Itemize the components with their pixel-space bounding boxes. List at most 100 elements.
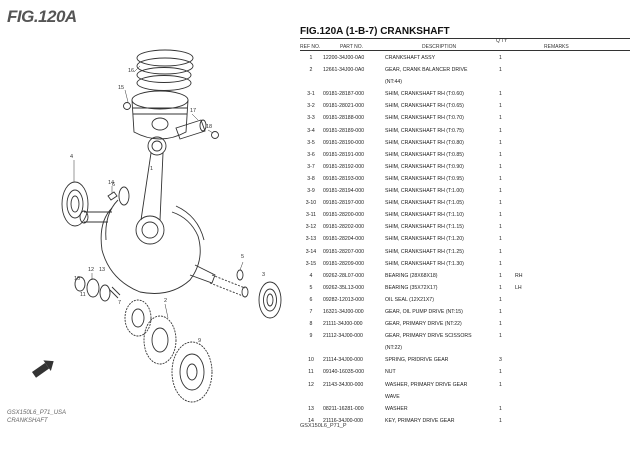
description-cell: SHIM, CRANKSHAFT RH (T:0.60): [385, 91, 464, 98]
description-cell: GEAR, OIL PUMP DRIVE (NT:15): [385, 308, 463, 315]
ref-no-cell: 6: [309, 296, 313, 303]
piston-pin-clip: [211, 131, 219, 139]
qty-cell: 1: [499, 212, 502, 219]
qty-cell: [499, 76, 515, 88]
part-no-cell: [322, 342, 385, 354]
qty-cell: 1: [499, 91, 502, 98]
callout-label: 14: [108, 180, 114, 186]
callout-label: 15: [118, 85, 124, 91]
description-cell: SHIM, CRANKSHAFT RH (T:0.75): [385, 127, 464, 134]
qty-cell: 1: [499, 224, 502, 231]
table-header: Q'TY REF NO. PART NO. DESCRIPTION REMARK…: [300, 38, 630, 50]
description-cell: GEAR, CRANK BALANCER DRIVE: [385, 67, 468, 74]
part-no-cell: 09181-28202-000: [323, 224, 364, 231]
ref-no-cell: 10: [308, 357, 314, 364]
description-cell: SHIM, CRANKSHAFT RH (T:0.70): [385, 115, 464, 122]
ref-no-cell: 3-2: [307, 103, 315, 110]
qty-cell: 1: [499, 284, 502, 291]
remarks-cell: RH: [515, 272, 523, 279]
description-cell: WAVE: [385, 393, 400, 400]
qty-cell: 1: [499, 127, 502, 134]
ref-no-cell: 2: [309, 67, 313, 74]
ref-no-cell: [300, 391, 322, 403]
part-no-cell: 09181-28187-000: [323, 91, 364, 98]
callout-label: 13: [99, 267, 105, 273]
description-cell: SHIM, CRANKSHAFT RH (T:0.65): [385, 103, 464, 110]
part-no-cell: 09181-28200-000: [323, 212, 364, 219]
remarks-cell: [515, 415, 545, 427]
leader-lines: [73, 65, 244, 319]
remarks-cell: [515, 318, 545, 330]
ref-no-cell: [300, 76, 322, 88]
description-cell: (NT:22): [385, 345, 403, 352]
qty-cell: 1: [499, 296, 502, 303]
description-cell: SHIM, CRANKSHAFT RH (T:1.20): [385, 236, 464, 243]
callout-label: 3: [262, 272, 265, 278]
bearing-lh: [61, 181, 89, 227]
ref-no-cell: 3-7: [307, 163, 315, 170]
parts-list-panel: FIG.120A (1-B-7) CRANKSHAFT Q'TY REF NO.…: [300, 0, 638, 449]
remarks-cell: [515, 366, 545, 378]
ref-no-cell: 8: [309, 321, 313, 328]
part-no-cell: 09262-35L13-000: [323, 284, 364, 291]
ref-no-cell: 3-1: [307, 91, 315, 98]
ref-no-cell: 3-4: [307, 127, 315, 134]
remarks-cell: [515, 233, 545, 245]
remarks-cell: [515, 221, 545, 233]
front-arrow-icon: [32, 360, 54, 378]
callout-label: 18: [206, 124, 212, 130]
ref-no-cell: 3-6: [307, 151, 315, 158]
qty-cell: 1: [499, 55, 502, 61]
callout-label: 12: [88, 267, 94, 273]
qty-cell: 1: [499, 369, 502, 376]
key: [107, 191, 118, 201]
remarks-cell: [515, 185, 545, 197]
oil-pump-drive-gear: [124, 299, 152, 337]
remarks-cell: [515, 294, 545, 306]
piston: [131, 90, 189, 140]
description-cell: SHIM, CRANKSHAFT RH (T:1.25): [385, 248, 464, 255]
bearing-rh: [258, 281, 282, 319]
remarks-cell: [515, 391, 545, 403]
remarks-cell: [515, 100, 545, 112]
crankshaft-exploded-diagram: 15 16 17 18 1 14 4 6 5 7 12 13 10 11 9 2…: [32, 49, 282, 403]
ref-no-cell: 1: [309, 55, 313, 61]
remarks-cell: [515, 197, 545, 209]
ref-no-cell: 9: [309, 333, 313, 340]
callout-label: 4: [70, 154, 73, 160]
callout-label: 6: [112, 182, 115, 188]
part-no-cell: 21116-34J00-000: [323, 417, 363, 424]
description-cell: (NT:44): [385, 79, 403, 86]
part-no-cell: 09181-28204-000: [323, 236, 364, 243]
remarks-cell: [515, 88, 545, 100]
table-row: (NT:22): [300, 342, 630, 354]
remarks-cell: [515, 112, 545, 124]
part-no-cell: [322, 76, 385, 88]
description-cell: NUT: [385, 369, 396, 376]
ref-no-cell: 3-5: [307, 139, 315, 146]
remarks-cell: [515, 342, 545, 354]
primary-drive-gear: [143, 315, 177, 365]
washers-and-nut: [74, 276, 121, 302]
primary-drive-scissors-gear: [171, 341, 213, 403]
divider: [300, 50, 630, 51]
part-no-cell: 09181-28193-000: [323, 175, 364, 182]
part-no-cell: 09181-28190-000: [323, 139, 364, 146]
ref-no-cell: [300, 342, 322, 354]
qty-cell: 1: [499, 115, 502, 122]
qty-cell: 1: [499, 405, 502, 412]
